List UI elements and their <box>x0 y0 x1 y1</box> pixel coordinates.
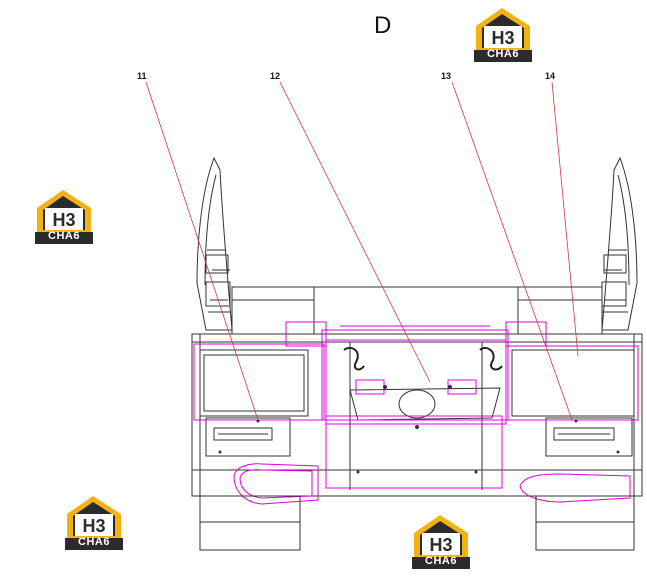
svg-text:H3: H3 <box>491 28 514 48</box>
watermark-word: CHA6 <box>487 48 519 60</box>
magenta-outlines <box>193 321 639 505</box>
logo-icon: H3 <box>35 190 93 244</box>
logo-icon: H3 <box>474 8 532 62</box>
hoses <box>343 346 503 371</box>
right-panel <box>511 349 635 457</box>
leader-lines <box>145 81 579 421</box>
callout-13: 13 <box>441 71 452 81</box>
left-tower <box>196 156 233 331</box>
view-label: D <box>374 12 392 39</box>
watermark-logo-left: H3 CHA6 <box>33 186 95 244</box>
watermark-word: CHA6 <box>48 230 80 242</box>
left-panel <box>199 349 309 457</box>
watermark-logo-bottom: H3 CHA6 <box>410 511 472 569</box>
watermark-logo-top: H3 CHA6 <box>472 4 534 62</box>
callout-14: 14 <box>545 71 556 81</box>
base-blocks <box>199 495 635 551</box>
logo-icon: H3 <box>412 515 470 569</box>
svg-text:H3: H3 <box>429 535 452 555</box>
watermark-word: CHA6 <box>425 555 457 567</box>
callout-12: 12 <box>270 71 281 81</box>
logo-icon: H3 <box>65 496 123 550</box>
watermark-word: CHA6 <box>78 536 110 548</box>
main-frame <box>191 333 643 497</box>
right-tower <box>601 156 638 331</box>
svg-text:H3: H3 <box>52 210 75 230</box>
callout-11: 11 <box>137 71 147 81</box>
bolts <box>218 385 620 474</box>
svg-text:H3: H3 <box>82 516 105 536</box>
watermark-logo-bottom-left: H3 CHA6 <box>63 492 125 550</box>
